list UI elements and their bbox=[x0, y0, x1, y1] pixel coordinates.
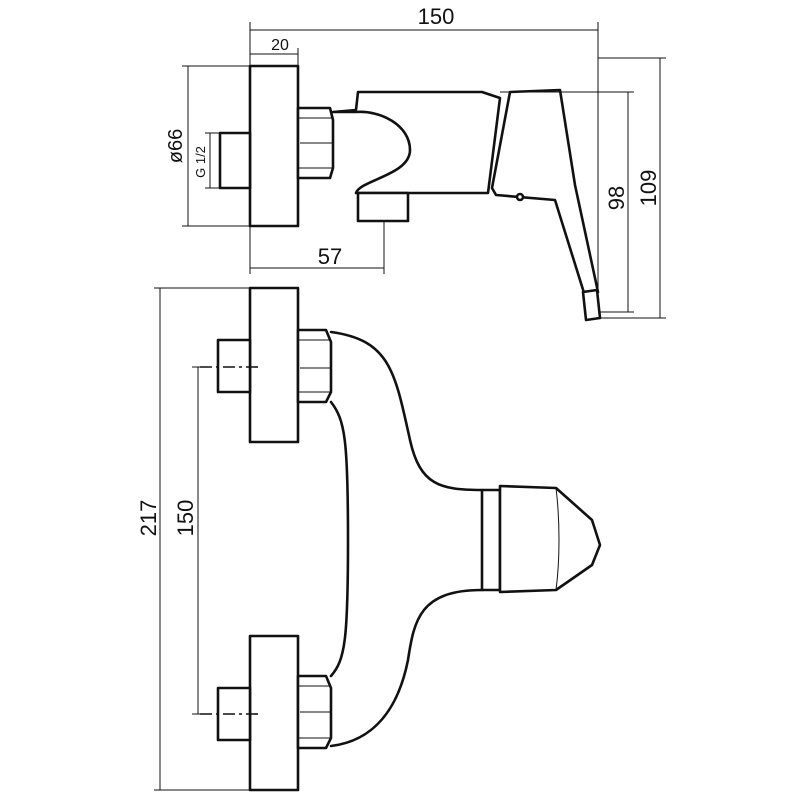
front-lower-plate bbox=[248, 634, 300, 792]
dim-diameter: ø66 bbox=[165, 129, 187, 163]
front-upper-nut bbox=[296, 328, 333, 404]
side-view: 150 20 57 ø66 G 1/2 98 109 bbox=[165, 4, 666, 322]
front-upper-plate bbox=[248, 286, 300, 444]
side-mixer-body bbox=[331, 90, 502, 195]
dim-total-width: 150 bbox=[418, 4, 455, 29]
front-body-bottom-curve bbox=[329, 588, 484, 748]
side-lever-tip bbox=[581, 288, 602, 322]
front-collar bbox=[480, 488, 502, 592]
dim-height-98: 98 bbox=[604, 186, 629, 210]
side-wall-plate bbox=[248, 64, 300, 228]
dim-thread: G 1/2 bbox=[193, 146, 208, 178]
front-body-top-curve bbox=[329, 330, 484, 492]
dim-outlet-offset: 57 bbox=[318, 244, 342, 269]
dim-wall-plate: 20 bbox=[271, 37, 289, 54]
dim-total-height: 217 bbox=[136, 500, 161, 537]
dim-center-distance: 150 bbox=[173, 500, 198, 537]
front-body-inner-curve bbox=[329, 400, 350, 678]
dim-height-109: 109 bbox=[636, 170, 661, 207]
front-upper-pipe bbox=[216, 338, 252, 394]
side-outlet bbox=[356, 191, 410, 223]
side-lever-handle bbox=[490, 88, 600, 298]
side-inlet-pipe bbox=[218, 131, 252, 190]
front-view: 217 150 bbox=[136, 286, 602, 792]
front-handle bbox=[498, 484, 602, 594]
side-lever-screw bbox=[515, 192, 525, 202]
